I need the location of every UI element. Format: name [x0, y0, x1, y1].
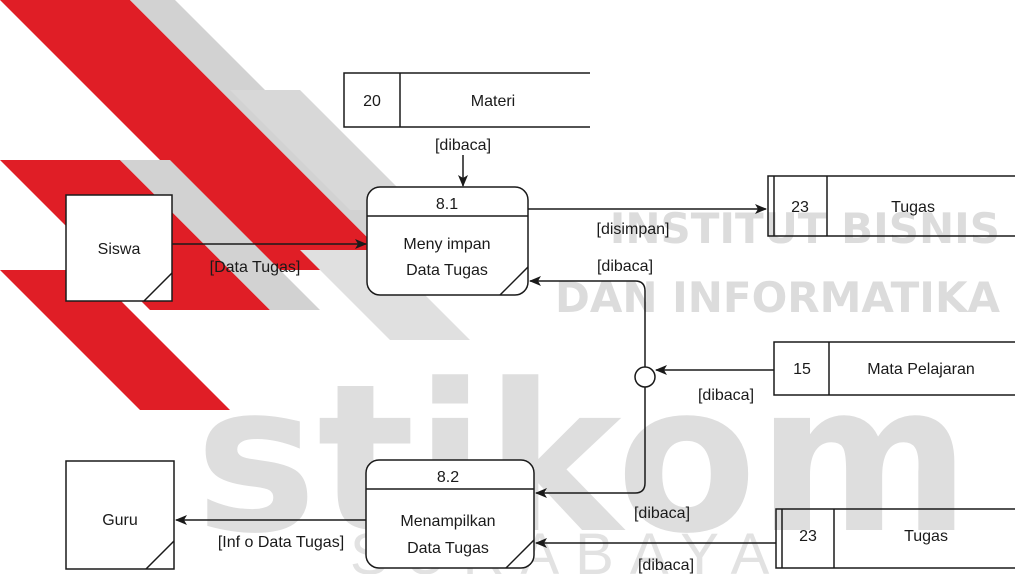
- flow-mapel-dibaca-label: [dibaca]: [698, 387, 754, 404]
- store-tugas-bottom-name: Tugas: [904, 528, 948, 545]
- process-8-1-name-line1: Meny impan: [403, 236, 490, 253]
- store-tugas-top-id: 23: [791, 199, 809, 216]
- junction-circle: [634, 366, 656, 388]
- store-mata-pelajaran-id: 15: [793, 361, 811, 378]
- flow-mapel-to-junction: [dibaca]: [655, 365, 774, 404]
- logo-band-bottom: [0, 270, 230, 410]
- entity-siswa: Siswa: [65, 194, 173, 302]
- process-8-1-name-line2: Data Tugas: [406, 262, 488, 279]
- flow-disimpan-label: [disimpan]: [597, 221, 670, 238]
- process-8-1-id: 8.1: [436, 196, 458, 213]
- store-tugas-bottom: 23 Tugas: [775, 508, 1015, 569]
- flow-dibaca-to-8-2-label: [dibaca]: [634, 505, 690, 522]
- flow-dibaca-to-8-1-label: [dibaca]: [597, 258, 653, 275]
- process-8-2-id: 8.2: [437, 469, 459, 486]
- flow-8-2-to-guru: [Inf o Data Tugas]: [175, 515, 366, 551]
- flow-materi-to-8-1: [dibaca]: [435, 137, 491, 187]
- process-8-2-name-line2: Data Tugas: [407, 540, 489, 557]
- flow-tugas-dibaca-label: [dibaca]: [638, 557, 694, 574]
- process-8-2: 8.2 Menampilkan Data Tugas: [365, 459, 535, 569]
- entity-guru-label: Guru: [102, 512, 138, 529]
- flow-junction-to-8-2: [dibaca]: [535, 387, 690, 522]
- store-tugas-bottom-id: 23: [799, 528, 817, 545]
- flow-data-tugas-label: [Data Tugas]: [210, 259, 301, 276]
- logo-gray-inner: [230, 90, 420, 210]
- flow-8-1-to-tugas: [disimpan]: [528, 204, 767, 238]
- flow-siswa-to-8-1: [Data Tugas]: [172, 239, 367, 276]
- entity-siswa-label: Siswa: [98, 241, 141, 258]
- process-8-2-name-line1: Menampilkan: [400, 513, 495, 530]
- process-8-1: 8.1 Meny impan Data Tugas: [366, 186, 529, 296]
- watermark-line1: INSTITUT BISNIS: [610, 204, 1000, 253]
- flow-junction-to-8-1: [dibaca]: [529, 258, 653, 367]
- store-materi-name: Materi: [471, 93, 515, 110]
- store-tugas-top-name: Tugas: [891, 199, 935, 216]
- watermark-word: stikom: [195, 341, 971, 574]
- flow-info-data-tugas-label: [Inf o Data Tugas]: [218, 534, 344, 551]
- entity-guru: Guru: [65, 460, 175, 570]
- store-tugas-top: 23 Tugas: [767, 175, 1015, 237]
- store-mata-pelajaran-name: Mata Pelajaran: [867, 361, 975, 378]
- logo-band-top: [0, 0, 400, 270]
- store-materi: 20 Materi: [343, 72, 590, 128]
- flow-materi-label: [dibaca]: [435, 137, 491, 154]
- store-mata-pelajaran: 15 Mata Pelajaran: [773, 341, 1015, 396]
- store-materi-id: 20: [363, 93, 381, 110]
- flow-tugas-to-8-2: [dibaca]: [535, 538, 776, 574]
